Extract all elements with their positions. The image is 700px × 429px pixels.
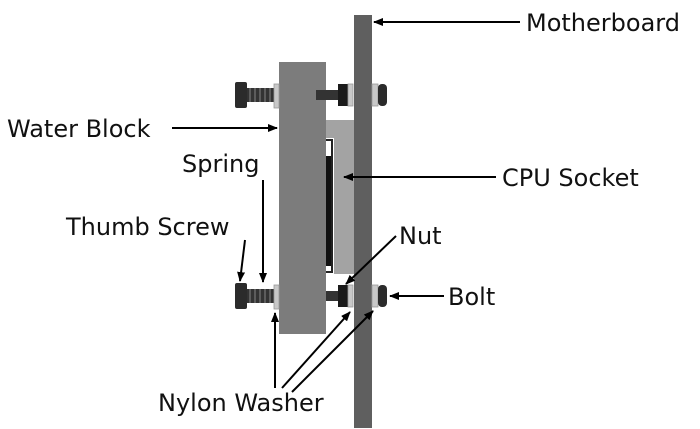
arrow-washer-mid <box>281 311 351 389</box>
water-block-body <box>279 62 326 334</box>
nylon-washer-bottom-right <box>371 284 379 308</box>
cpu-socket-body <box>326 120 354 138</box>
cpu-socket-body-lower <box>334 138 354 274</box>
thumb-screw-head-top <box>235 82 247 108</box>
arrow-nut <box>345 235 397 285</box>
motherboard-board <box>354 15 372 428</box>
bottom-fastener <box>235 283 387 310</box>
label-nylon-washer: Nylon Washer <box>158 389 324 417</box>
callout-arrows <box>172 18 520 393</box>
label-cpu-socket: CPU Socket <box>502 164 639 192</box>
cpu-chip <box>326 156 331 266</box>
thumb-screw-head-bottom <box>235 283 247 309</box>
arrow-thumb-screw <box>237 239 246 282</box>
thumb-screw-thread-bottom <box>247 289 275 303</box>
label-nut: Nut <box>399 222 442 250</box>
label-motherboard: Motherboard <box>526 9 680 37</box>
thumb-screw-thread-top <box>247 88 275 102</box>
nut-bottom <box>338 285 348 307</box>
label-spring: Spring <box>182 150 260 178</box>
nylon-washer-top-right <box>371 83 379 107</box>
nylon-washer-bottom-left <box>273 284 280 310</box>
label-thumb-screw: Thumb Screw <box>66 213 230 241</box>
arrow-washer-right <box>291 310 374 393</box>
spacer-rod-bottom <box>326 291 338 301</box>
label-water-block: Water Block <box>7 115 151 143</box>
nut-top <box>338 84 348 106</box>
label-bolt: Bolt <box>448 283 496 311</box>
nylon-washer-top-mid <box>347 83 354 107</box>
bolt-head-top <box>378 84 387 106</box>
bolt-head-bottom <box>378 285 387 307</box>
nylon-washer-bottom-mid <box>347 284 354 308</box>
nylon-washer-top-left <box>273 83 280 109</box>
spacer-rod-top <box>316 90 338 100</box>
top-fastener <box>235 82 387 109</box>
